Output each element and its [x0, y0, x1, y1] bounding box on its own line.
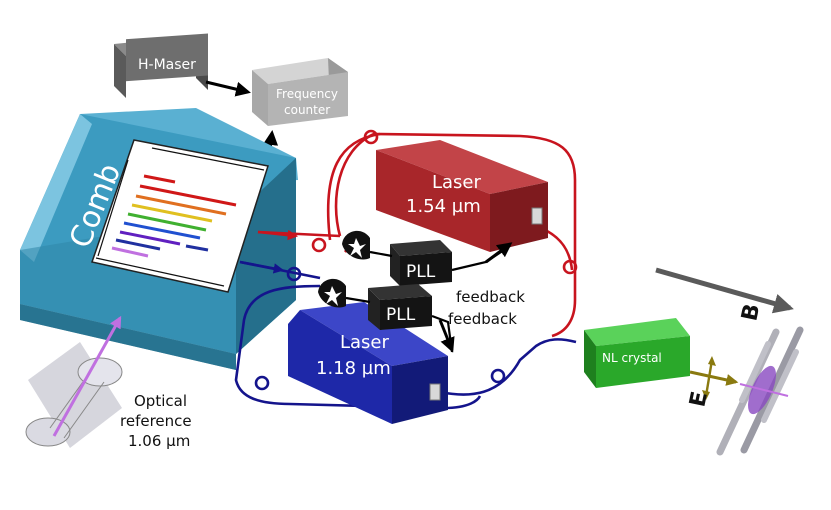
laser-red-box	[376, 140, 548, 252]
e-field-arrowhead-top	[708, 356, 716, 366]
pll-bottom-box	[368, 284, 432, 330]
optical-reference-label-3: 1.06 µm	[128, 432, 190, 450]
laser-blue-box	[288, 302, 448, 424]
e-field-arrowhead-bottom	[702, 390, 710, 400]
frequency-counter-label-1: Frequency	[276, 87, 338, 101]
h-maser-label: H-Maser	[138, 57, 196, 73]
h-maser-box	[114, 33, 208, 98]
feedback-label-bottom: feedback	[448, 310, 517, 328]
e-field-arrow	[704, 359, 714, 397]
nl-crystal-label: NL crystal	[602, 351, 662, 365]
ion-trap	[716, 326, 804, 456]
laser-blue-label-2: 1.18 µm	[316, 358, 391, 379]
maser-to-counter-arrow	[205, 80, 251, 97]
blue-fiber-arrow	[239, 260, 285, 274]
comb-spectrum-screen	[91, 139, 269, 293]
pll-top-box	[390, 240, 452, 286]
optical-reference-cavity	[25, 315, 123, 448]
photodetector-blue	[318, 278, 346, 308]
laser-red-label-2: 1.54 µm	[406, 196, 481, 217]
b-field-label: B	[737, 302, 765, 324]
e-field-label: E	[685, 389, 713, 409]
b-field-arrow	[655, 267, 794, 314]
photodetector-red	[342, 230, 370, 260]
nl-output-beam-arrow	[689, 370, 739, 386]
pll-bottom-label: PLL	[386, 305, 416, 325]
pll-top-label: PLL	[406, 262, 436, 282]
optical-reference-label-1: Optical	[134, 392, 187, 410]
optical-reference-label-2: reference	[120, 412, 192, 430]
feedback-label-top: feedback	[456, 288, 525, 306]
frequency-counter-label-2: counter	[284, 103, 330, 117]
feedback-arrow-top	[485, 242, 513, 264]
feedback-arrow-bottom	[438, 319, 455, 353]
red-fiber-arrow	[257, 229, 299, 241]
laser-red-label-1: Laser	[432, 172, 482, 193]
laser-blue-label-1: Laser	[340, 332, 390, 353]
nl-crystal-box	[584, 318, 690, 388]
frequency-counter-box	[252, 58, 348, 126]
